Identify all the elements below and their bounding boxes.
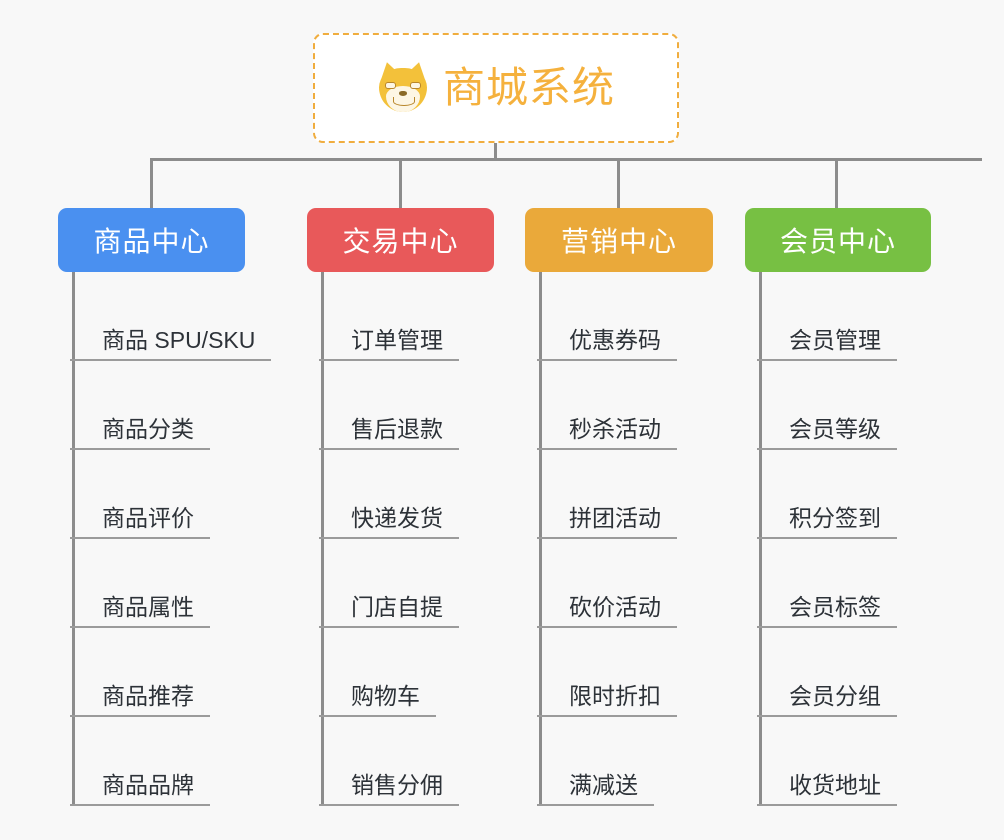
root-node-title: 商城系统: [442, 64, 615, 111]
connector-spine-column-3: [539, 272, 542, 806]
connector-spine-column-4: [759, 272, 762, 806]
leaf-label: 收货地址: [757, 772, 897, 807]
leaf-label: 会员分组: [757, 683, 897, 718]
leaf-label: 商品品牌: [70, 772, 210, 807]
list-item[interactable]: 满减送: [525, 717, 713, 807]
leaf-label: 限时折扣: [537, 683, 677, 718]
leaf-list-product-center: 商品 SPU/SKU 商品分类 商品评价 商品属性 商品推荐 商品品牌: [58, 272, 272, 807]
leaf-label: 拼团活动: [537, 505, 677, 540]
list-item[interactable]: 售后退款: [307, 361, 494, 451]
list-item[interactable]: 优惠券码: [525, 272, 713, 362]
list-item[interactable]: 购物车: [307, 628, 494, 718]
list-item[interactable]: 门店自提: [307, 539, 494, 629]
leaf-label: 积分签到: [757, 505, 897, 540]
list-item[interactable]: 砍价活动: [525, 539, 713, 629]
leaf-label: 商品 SPU/SKU: [69, 327, 272, 362]
connector-horizontal-bus: [150, 158, 982, 161]
root-node-shopping-mall-system[interactable]: 商城系统: [313, 33, 679, 143]
connector-root-stem: [494, 143, 497, 160]
list-item[interactable]: 拼团活动: [525, 450, 713, 540]
leaf-label: 秒杀活动: [537, 416, 677, 451]
leaf-list-marketing-center: 优惠券码 秒杀活动 拼团活动 砍价活动 限时折扣 满减送: [525, 272, 713, 807]
leaf-label: 门店自提: [319, 594, 459, 629]
list-item[interactable]: 商品分类: [58, 361, 245, 451]
leaf-label: 会员管理: [757, 327, 897, 362]
leaf-label: 商品分类: [70, 416, 210, 451]
connector-drop-column-4: [835, 158, 838, 210]
leaf-label: 满减送: [537, 772, 654, 807]
category-title: 商品中心: [93, 226, 210, 257]
leaf-label: 订单管理: [319, 327, 459, 362]
column-marketing-center: 营销中心 优惠券码 秒杀活动 拼团活动 砍价活动 限时折扣 满减送: [525, 208, 713, 807]
connector-drop-column-3: [617, 158, 620, 210]
list-item[interactable]: 订单管理: [307, 272, 494, 362]
leaf-label: 售后退款: [319, 416, 459, 451]
connector-drop-column-2: [399, 158, 402, 210]
connector-spine-column-1: [72, 272, 75, 806]
leaf-label: 商品推荐: [70, 683, 210, 718]
leaf-list-member-center: 会员管理 会员等级 积分签到 会员标签 会员分组 收货地址: [745, 272, 931, 807]
list-item[interactable]: 限时折扣: [525, 628, 713, 718]
list-item[interactable]: 商品评价: [58, 450, 245, 540]
list-item[interactable]: 商品 SPU/SKU: [58, 272, 272, 362]
shiba-inu-dog-face-icon: [376, 59, 430, 114]
list-item[interactable]: 秒杀活动: [525, 361, 713, 451]
category-title: 营销中心: [560, 226, 677, 257]
category-header-product-center[interactable]: 商品中心: [58, 208, 245, 272]
leaf-label: 销售分佣: [319, 772, 459, 807]
list-item[interactable]: 会员分组: [745, 628, 931, 718]
list-item[interactable]: 商品属性: [58, 539, 245, 629]
list-item[interactable]: 积分签到: [745, 450, 931, 540]
list-item[interactable]: 商品推荐: [58, 628, 245, 718]
leaf-label: 快递发货: [319, 505, 459, 540]
leaf-label: 会员标签: [757, 594, 897, 629]
column-product-center: 商品中心 商品 SPU/SKU 商品分类 商品评价 商品属性 商品推荐 商品品牌: [58, 208, 272, 807]
column-member-center: 会员中心 会员管理 会员等级 积分签到 会员标签 会员分组 收货地址: [745, 208, 931, 807]
category-title: 交易中心: [342, 226, 459, 257]
list-item[interactable]: 快递发货: [307, 450, 494, 540]
category-header-marketing-center[interactable]: 营销中心: [525, 208, 713, 272]
leaf-label: 商品属性: [70, 594, 210, 629]
category-header-trade-center[interactable]: 交易中心: [307, 208, 494, 272]
leaf-label: 购物车: [319, 683, 436, 718]
list-item[interactable]: 销售分佣: [307, 717, 494, 807]
leaf-label: 商品评价: [70, 505, 210, 540]
connector-drop-column-1: [150, 158, 153, 210]
column-trade-center: 交易中心 订单管理 售后退款 快递发货 门店自提 购物车 销售分佣: [307, 208, 494, 807]
category-header-member-center[interactable]: 会员中心: [745, 208, 931, 272]
leaf-label: 优惠券码: [537, 327, 677, 362]
list-item[interactable]: 会员管理: [745, 272, 931, 362]
list-item[interactable]: 收货地址: [745, 717, 931, 807]
category-title: 会员中心: [779, 226, 896, 257]
connector-spine-column-2: [321, 272, 324, 806]
leaf-label: 会员等级: [757, 416, 897, 451]
leaf-label: 砍价活动: [537, 594, 677, 629]
list-item[interactable]: 会员标签: [745, 539, 931, 629]
list-item[interactable]: 会员等级: [745, 361, 931, 451]
list-item[interactable]: 商品品牌: [58, 717, 245, 807]
leaf-list-trade-center: 订单管理 售后退款 快递发货 门店自提 购物车 销售分佣: [307, 272, 494, 807]
